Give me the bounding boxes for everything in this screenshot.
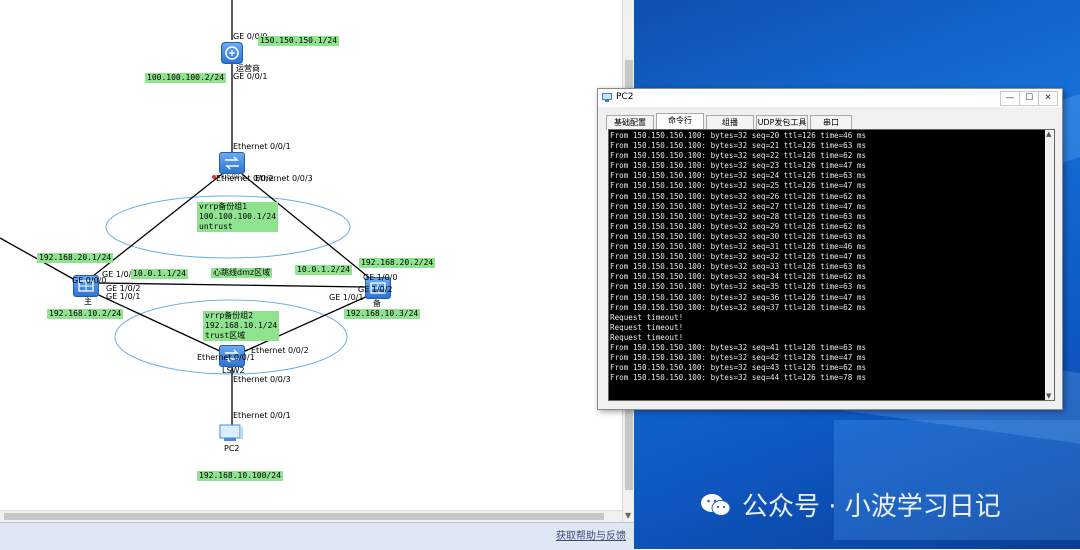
ip-label-pc: 192.168.10.100/24 [197, 471, 283, 481]
console-line: From 150.150.150.100: bytes=32 seq=34 tt… [610, 272, 867, 282]
port-label: Ethernet 0/0/3 [233, 375, 291, 384]
console-line: From 150.150.150.100: bytes=32 seq=20 tt… [610, 131, 867, 140]
port-label: GE 1/0/0 [363, 273, 398, 282]
console-line: From 150.150.150.100: bytes=32 seq=25 tt… [610, 181, 867, 191]
port-label: GE 0/0/0 [72, 276, 107, 285]
tab-command-line[interactable]: 命令行 [656, 113, 704, 130]
wechat-icon [701, 494, 731, 516]
console-line: From 150.150.150.100: bytes=32 seq=26 tt… [610, 191, 867, 201]
console-output: From 150.150.150.100: bytes=32 seq=20 tt… [610, 131, 866, 383]
console-line: From 150.150.150.100: bytes=32 seq=43 tt… [610, 363, 867, 373]
router-name: 运营商 [236, 64, 260, 73]
router-icon[interactable] [221, 42, 243, 64]
link-lsw1-backup [241, 173, 373, 281]
scroll-up-icon[interactable]: ▲ [1046, 130, 1052, 138]
status-bar: 获取帮助与反馈 [0, 522, 634, 550]
backup-fw-name: 备 [373, 299, 381, 308]
console-line: From 150.150.150.100: bytes=32 seq=27 tt… [610, 201, 867, 211]
pc-name: PC2 [224, 444, 240, 453]
scroll-thumb[interactable] [4, 513, 604, 520]
console-line: From 150.150.150.100: bytes=32 seq=28 tt… [610, 211, 867, 221]
console-line: From 150.150.150.100: bytes=32 seq=22 tt… [610, 151, 867, 161]
watermark-text: 公众号 · 小波学习日记 [742, 492, 1001, 522]
vrrp-group1-label: vrrp备份组1 100.100.100.1/24 untrust [197, 202, 279, 232]
port-label: Ethernet 0/0/3 [255, 174, 313, 183]
console-line: From 150.150.150.100: bytes=32 seq=36 tt… [610, 292, 867, 302]
pc2-window[interactable]: PC2 — ☐ ✕ 基础配置 命令行 组播 UDP发包工具 串口 From 15… [597, 88, 1063, 410]
console-line: From 150.150.150.100: bytes=32 seq=44 tt… [610, 373, 867, 383]
port-label: Ethernet 0/0/1 [197, 353, 255, 362]
ip-label-backup-up: 192.168.20.2/24 [359, 258, 436, 268]
switch-lsw1-icon[interactable] [219, 152, 245, 174]
link-backup-lsw2 [242, 294, 371, 353]
console-line: From 150.150.150.100: bytes=32 seq=21 tt… [610, 141, 867, 151]
link-status-dot [212, 175, 216, 179]
port-label: GE 1/0/1 [329, 293, 364, 302]
port-label: Ethernet 0/0/2 [251, 346, 309, 355]
vrrp-group2-label: vrrp备份组2 192.168.10.1/24 trust区域 [203, 311, 280, 341]
ip-label-heartbeat-main: 10.0.1.1/24 [131, 269, 188, 279]
pc-icon[interactable] [218, 424, 244, 442]
port-label: GE 1/0/0 [102, 270, 137, 279]
ip-label-isp: 150.150.150.1/24 [258, 36, 340, 46]
untrust-zone-ellipse [105, 195, 351, 259]
command-console[interactable]: From 150.150.150.100: bytes=32 seq=20 tt… [608, 129, 1055, 401]
port-label: Ethernet 0/0/2 [216, 174, 274, 183]
console-line: Request timeout! [610, 332, 684, 342]
ip-label-heartbeat-backup: 10.0.1.2/24 [295, 265, 352, 275]
tab-basic-config[interactable]: 基础配置 [606, 115, 654, 130]
console-scrollbar[interactable]: ▲ ▼ [1045, 130, 1054, 400]
console-line: From 150.150.150.100: bytes=32 seq=23 tt… [610, 161, 867, 171]
console-line: From 150.150.150.100: bytes=32 seq=30 tt… [610, 231, 867, 241]
minimize-icon[interactable]: — [1000, 91, 1020, 106]
link-heartbeat [97, 282, 366, 288]
console-line: From 150.150.150.100: bytes=32 seq=32 tt… [610, 252, 867, 262]
port-label: GE 0/0/1 [233, 72, 268, 81]
firewall-main-icon[interactable] [73, 275, 99, 297]
console-line: Request timeout! [610, 322, 684, 332]
firewall-backup-icon[interactable] [365, 277, 391, 299]
port-label: GE 0/0/0 [233, 32, 268, 41]
close-icon[interactable]: ✕ [1038, 91, 1058, 106]
ip-label-main-up: 192.168.20.1/24 [37, 253, 114, 263]
console-line: Request timeout! [610, 312, 684, 322]
horizontal-scrollbar[interactable] [0, 510, 622, 523]
console-line: From 150.150.150.100: bytes=32 seq=29 tt… [610, 221, 867, 231]
lsw1-name: LSW1 [222, 172, 245, 181]
console-line: From 150.150.150.100: bytes=32 seq=37 tt… [610, 302, 867, 312]
scroll-down-icon[interactable]: ▼ [1046, 392, 1052, 400]
help-feedback-link[interactable]: 获取帮助与反馈 [556, 531, 626, 542]
heartbeat-zone-label: 心跳线dmz区域 [211, 268, 273, 278]
tab-multicast[interactable]: 组播 [706, 115, 754, 130]
ip-label-router-down: 100.100.100.2/24 [145, 73, 227, 83]
trust-zone-ellipse [114, 299, 348, 375]
console-line: From 150.150.150.100: bytes=32 seq=31 tt… [610, 242, 867, 252]
port-label: GE 1/0/2 [106, 284, 141, 293]
console-line: From 150.150.150.100: bytes=32 seq=35 tt… [610, 282, 867, 292]
ip-label-main-down: 192.168.10.2/24 [47, 309, 124, 319]
console-line: From 150.150.150.100: bytes=32 seq=24 tt… [610, 171, 867, 181]
window-title: PC2 [616, 92, 634, 102]
main-fw-name: 主 [84, 297, 92, 306]
port-label: Ethernet 0/0/1 [233, 142, 291, 151]
lsw2-name: LSW2 [222, 366, 245, 375]
topology-canvas[interactable]: 运营商 GE 0/0/0 GE 0/0/1 150.150.150.1/24 1… [0, 0, 622, 510]
ip-label-backup-down: 192.168.10.3/24 [344, 309, 421, 319]
port-label: Ethernet 0/0/1 [233, 411, 291, 420]
switch-lsw2-icon[interactable] [219, 345, 245, 367]
tab-serial[interactable]: 串口 [810, 115, 852, 130]
port-label: GE 1/0/2 [358, 285, 393, 294]
console-line: From 150.150.150.100: bytes=32 seq=41 tt… [610, 342, 867, 352]
console-line: From 150.150.150.100: bytes=32 seq=42 tt… [610, 353, 867, 363]
port-label: GE 1/0/1 [106, 292, 141, 301]
maximize-icon[interactable]: ☐ [1019, 91, 1039, 106]
console-line: From 150.150.150.100: bytes=32 seq=33 tt… [610, 262, 867, 272]
scroll-down-icon[interactable]: ▼ [625, 511, 632, 520]
tab-udp-tool[interactable]: UDP发包工具 [756, 115, 808, 130]
pc-window-icon [602, 93, 612, 102]
link-main-lsw2 [89, 290, 223, 353]
window-titlebar[interactable]: PC2 — ☐ ✕ [598, 89, 1062, 107]
